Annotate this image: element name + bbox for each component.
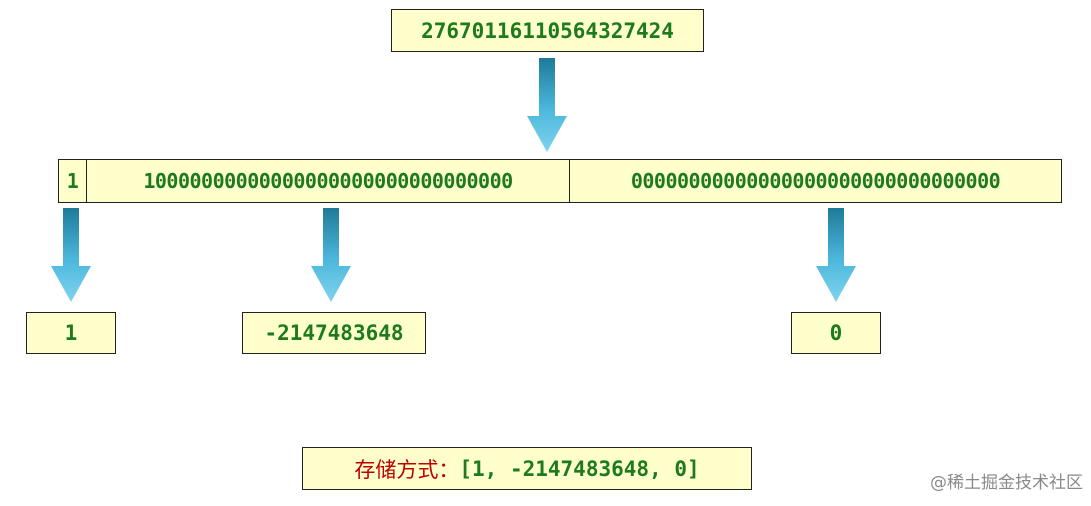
binary-low-cell: 00000000000000000000000000000000: [570, 160, 1061, 202]
output-box-high: -2147483648: [242, 312, 426, 354]
down-arrow-icon: [527, 58, 567, 152]
binary-sign: 1: [66, 169, 79, 193]
output-low: 0: [829, 321, 843, 345]
down-arrow-icon: [311, 208, 351, 302]
output-sign: 1: [64, 321, 78, 345]
storage-box: 存储方式： [1, -2147483648, 0]: [302, 447, 752, 490]
binary-low: 00000000000000000000000000000000: [630, 169, 1001, 193]
binary-sign-cell: 1: [59, 160, 87, 202]
output-box-sign: 1: [26, 312, 116, 354]
storage-label: 存储方式：: [354, 457, 460, 482]
down-arrow-icon: [51, 208, 91, 302]
input-value-box: 27670116110564327424: [391, 9, 704, 52]
output-box-low: 0: [791, 312, 881, 354]
output-high: -2147483648: [264, 321, 404, 345]
binary-high-cell: 10000000000000000000000000000000: [87, 160, 570, 202]
binary-high: 10000000000000000000000000000000: [143, 169, 513, 193]
down-arrow-icon: [816, 208, 856, 302]
storage-value: [1, -2147483648, 0]: [459, 456, 700, 481]
watermark: @稀土掘金技术社区: [930, 473, 1083, 493]
binary-box: 1 10000000000000000000000000000000 00000…: [58, 159, 1062, 203]
input-value: 27670116110564327424: [421, 18, 674, 43]
